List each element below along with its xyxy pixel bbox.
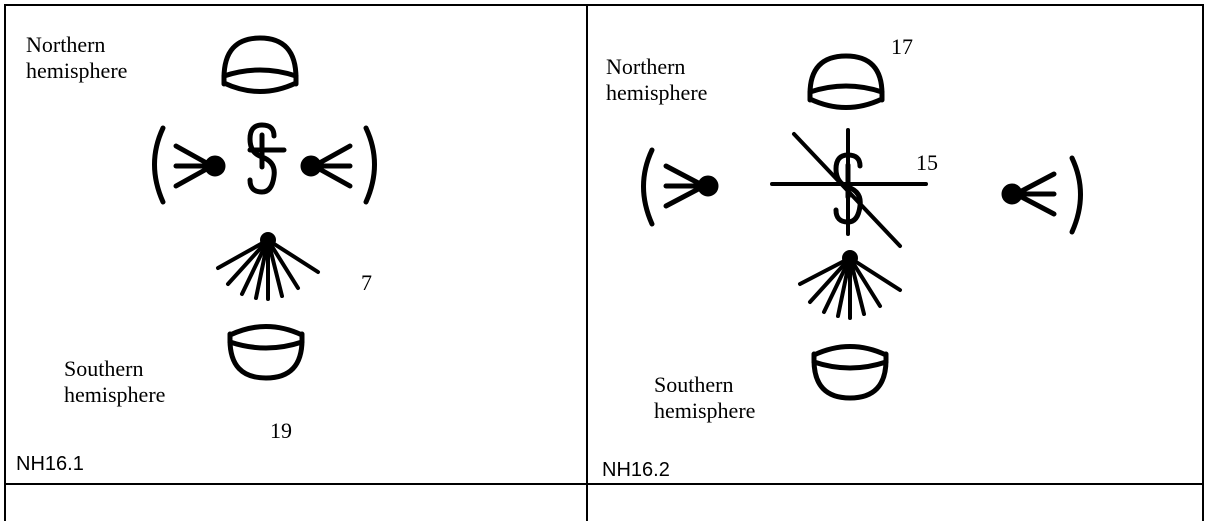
- cross-out-icon: [770, 128, 928, 248]
- northern-line-2: hemisphere: [26, 58, 128, 84]
- northern-line-1: Northern: [606, 54, 686, 79]
- empty-cell-right: [588, 485, 1202, 521]
- table-border-top: [4, 4, 1204, 6]
- southern-line-2: hemisphere: [654, 398, 756, 424]
- cell-caption: NH16.2: [602, 459, 670, 481]
- fan-icon: [798, 250, 902, 320]
- ray-left-icon: [300, 125, 377, 205]
- cell-nh16-1: Northern hemisphere Southern hemisphere …: [6, 6, 586, 483]
- ray-right-icon: [152, 125, 226, 205]
- northern-line-1: Northern: [26, 32, 106, 57]
- northern-line-2: hemisphere: [606, 80, 708, 106]
- glyph-diagram-2: [641, 53, 1083, 401]
- empty-cell-left: [6, 485, 586, 521]
- southern-line-2: hemisphere: [64, 382, 166, 408]
- number-label-15: 15: [916, 150, 938, 175]
- number-label-17: 17: [891, 34, 913, 59]
- northern-label: Northern hemisphere: [26, 32, 127, 85]
- dome-up-icon: [807, 53, 885, 110]
- number-label-7: 7: [361, 270, 372, 295]
- table-border-left: [4, 4, 6, 521]
- ray-left-icon: [1001, 155, 1083, 235]
- fan-icon: [216, 232, 320, 301]
- southern-line-1: Southern: [654, 372, 734, 397]
- number-label-19: 19: [270, 418, 292, 443]
- southern-label: Southern hemisphere: [64, 356, 165, 409]
- s-glyph-icon: [247, 122, 287, 195]
- cell-nh16-2: Northern hemisphere Southern hemisphere …: [588, 6, 1202, 483]
- glyph-diagram-1: [152, 35, 377, 381]
- dome-down-icon: [227, 324, 305, 381]
- dome-up-icon: [221, 35, 299, 94]
- table-border-divider: [586, 4, 588, 521]
- cell-caption: NH16.1: [16, 453, 84, 475]
- ray-right-icon: [641, 147, 719, 227]
- northern-label: Northern hemisphere: [606, 54, 707, 107]
- dome-down-icon: [811, 344, 889, 401]
- table-border-right: [1202, 4, 1204, 521]
- table-border-middle: [4, 483, 1204, 485]
- southern-label: Southern hemisphere: [654, 372, 755, 425]
- southern-line-1: Southern: [64, 356, 144, 381]
